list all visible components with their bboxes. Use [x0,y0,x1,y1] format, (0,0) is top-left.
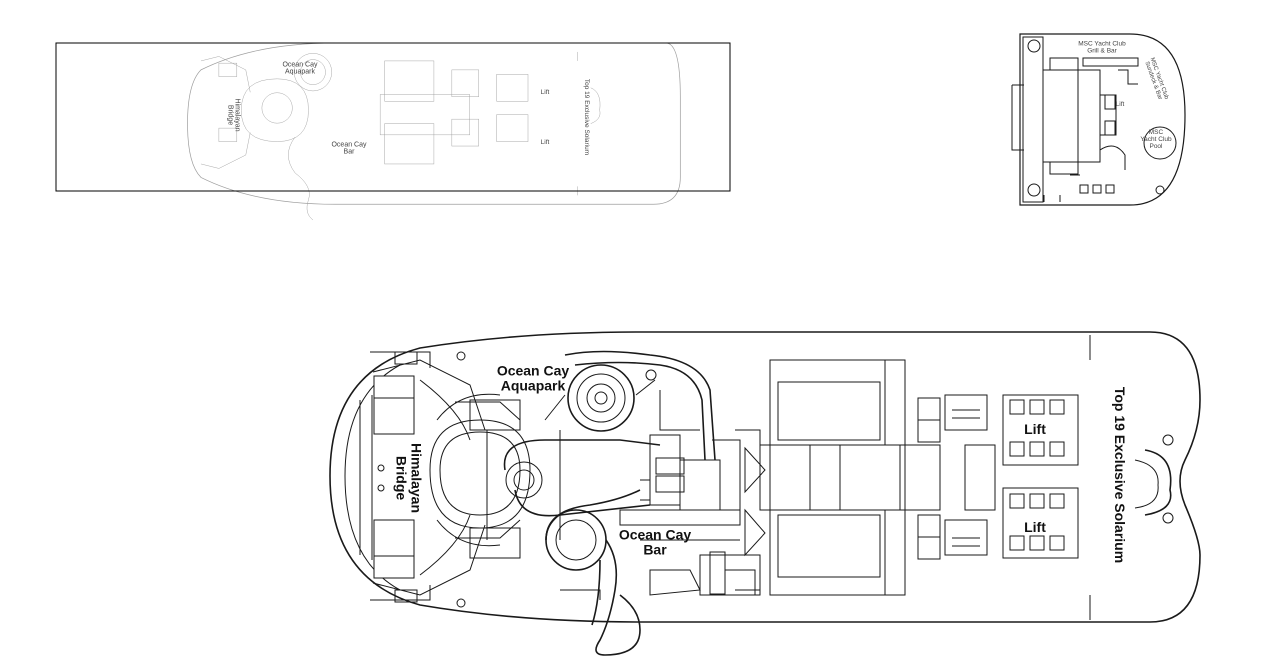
solarium-bow [1089,335,1174,620]
lower-stair-core [917,514,988,560]
lower-large-room [769,509,886,596]
hull-outline [329,331,1201,623]
thumb-label-solarium: Top 19 Exclusive Solarium [583,79,590,155]
forward-section-structure [1011,36,1177,203]
lower-lift-bank [1002,487,1079,559]
middle-corridor [744,444,941,557]
central-corridor-segment [964,444,996,511]
label-lift-lower: Lift [1024,519,1046,535]
aquapark-feature [544,364,657,432]
upper-lift-bank [1002,394,1079,466]
thumb-label-lift-lower: Lift [541,139,550,146]
label-top19-exclusive-solarium: Top 19 Exclusive Solarium [1112,387,1128,563]
thumbnail-plan-shape [187,42,681,221]
upper-stair-core [917,394,988,443]
label-forward-lift: Lift [1116,101,1125,108]
himalayan-bridge-frame [359,351,486,608]
label-lift-upper: Lift [1024,421,1046,437]
bar-area [560,551,761,600]
water-slides [503,350,716,656]
room-partition [885,359,906,596]
upper-large-room [769,359,886,446]
thumbnail-frame [55,42,731,192]
bridge-loop [429,393,561,559]
thumb-label-bridge: HimalayanBridge [226,98,240,131]
forward-hull-outline [1019,33,1186,206]
aft-railing [344,364,401,591]
main-deck-plan [329,331,1201,656]
central-machinery [619,390,761,591]
thumb-label-lift-upper: Lift [541,89,550,96]
label-himalayan-bridge: HimalayanBridge [394,443,425,513]
